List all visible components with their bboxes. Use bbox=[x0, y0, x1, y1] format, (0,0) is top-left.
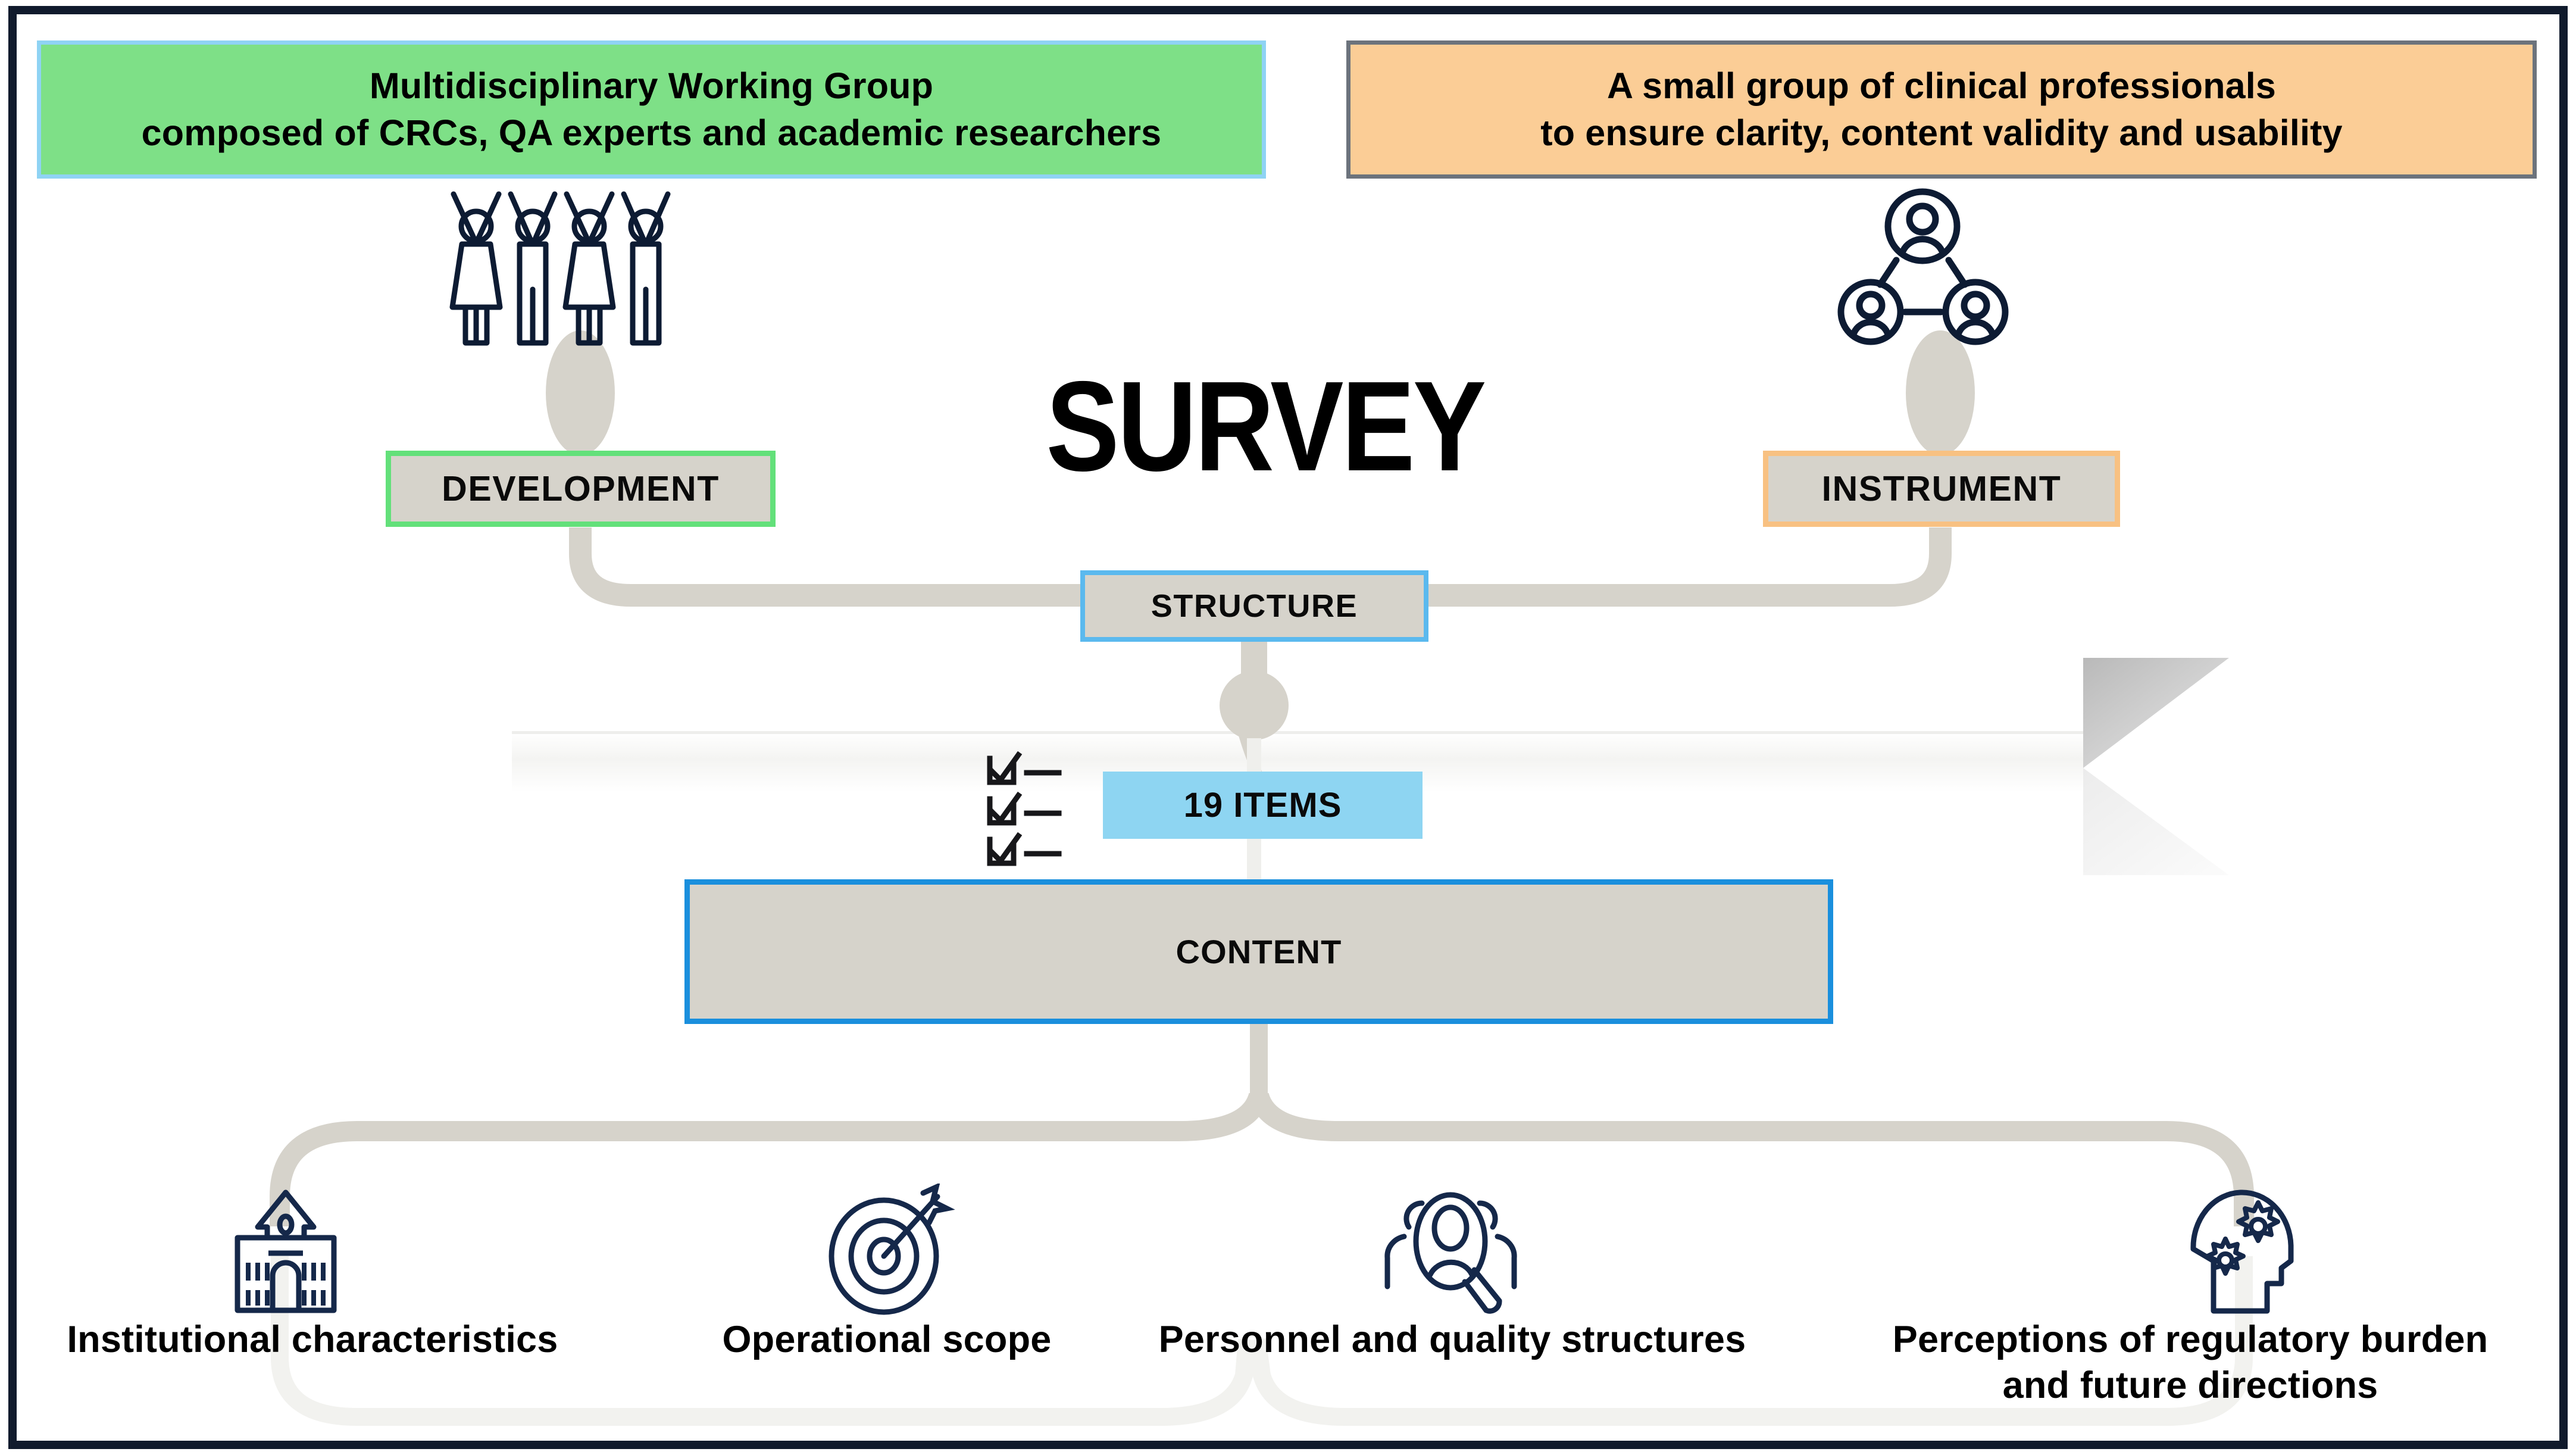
chip-items-count: 19 ITEMS bbox=[1103, 772, 1423, 839]
institution-building-icon bbox=[211, 1188, 360, 1316]
callout-multidisciplinary-working-group: Multidisciplinary Working Group composed… bbox=[37, 40, 1266, 179]
callout-left-line2: composed of CRCs, QA experts and academi… bbox=[141, 113, 1162, 153]
head-gears-icon bbox=[2175, 1185, 2312, 1319]
category-label-perceptions-of-regulatory-burden: Perceptions of regulatory burden and fut… bbox=[1821, 1317, 2559, 1409]
page-title: SURVEY bbox=[1046, 354, 1486, 498]
category-label-institutional-characteristics: Institutional characteristics bbox=[12, 1317, 613, 1363]
checklist-icon bbox=[985, 751, 1095, 867]
callout-clinical-professionals-panel: A small group of clinical professionals … bbox=[1346, 40, 2537, 179]
chip-instrument: INSTRUMENT bbox=[1763, 451, 2120, 527]
callout-right-line2: to ensure clarity, content validity and … bbox=[1540, 113, 2343, 153]
chip-content: CONTENT bbox=[684, 879, 1833, 1024]
category-label-line1: Operational scope bbox=[722, 1319, 1052, 1360]
callout-right-line1: A small group of clinical professionals bbox=[1606, 65, 2277, 106]
people-network-icon bbox=[1836, 186, 2009, 355]
category-label-line2: and future directions bbox=[2002, 1364, 2378, 1406]
callout-left-line1: Multidisciplinary Working Group bbox=[369, 65, 934, 106]
category-label-personnel-and-quality-structures: Personnel and quality structures bbox=[1089, 1317, 1815, 1363]
category-label-line1: Institutional characteristics bbox=[67, 1319, 558, 1360]
people-magnifier-icon bbox=[1372, 1182, 1530, 1317]
target-arrow-icon bbox=[818, 1182, 961, 1316]
category-label-line1: Perceptions of regulatory burden bbox=[1892, 1319, 2489, 1360]
four-people-raised-arms-icon bbox=[440, 189, 690, 350]
chip-structure: STRUCTURE bbox=[1080, 570, 1428, 642]
chip-development: DEVELOPMENT bbox=[386, 451, 776, 527]
category-label-line1: Personnel and quality structures bbox=[1158, 1319, 1746, 1360]
category-label-operational-scope: Operational scope bbox=[643, 1317, 1131, 1363]
